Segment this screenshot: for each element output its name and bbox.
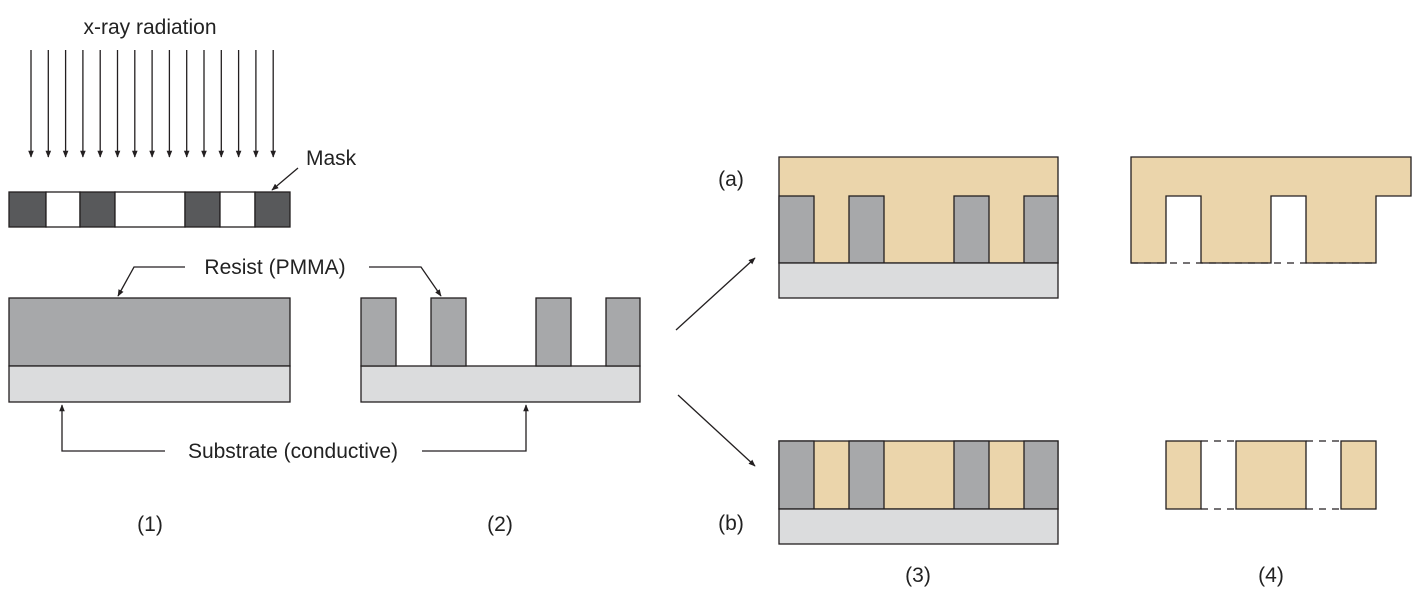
path-b-label: (b) (718, 512, 744, 535)
mask-clear-segment (45, 191, 81, 228)
mask-clear-segment (114, 191, 186, 228)
step4-label: (4) (1258, 564, 1284, 587)
step1-label: (1) (137, 513, 163, 536)
resist-pointer-left (117, 266, 185, 297)
substrate-pointer-right (422, 404, 529, 452)
released-structure-step4a (1130, 156, 1412, 264)
radiation-label: x-ray radiation (83, 16, 216, 39)
resist-pillar (848, 195, 885, 264)
released-part-middle-step4b (1235, 440, 1307, 510)
resist-pillars-step3a (778, 195, 1059, 264)
resist-pillar (1023, 440, 1059, 510)
deposit-overplated-step3a (778, 156, 1059, 264)
substrate-label: Substrate (conductive) (188, 440, 398, 463)
substrate-step3b (778, 508, 1059, 545)
resist-pillar (778, 440, 815, 510)
arrow-to-path-b (677, 394, 756, 467)
resist-pillar (778, 195, 815, 264)
resist-pillar (535, 297, 572, 367)
resist-pillar (848, 440, 885, 510)
resist-pointer-right (369, 266, 442, 297)
step3-label: (3) (905, 564, 931, 587)
substrate-step1 (8, 365, 291, 403)
resist-pillar (1023, 195, 1059, 264)
resist-pillars-step3b (778, 440, 1059, 510)
resist-block-step1 (8, 297, 291, 367)
resist-label: Resist (PMMA) (204, 256, 345, 279)
removed-resist-dashes-step4b (1201, 440, 1341, 510)
mask-clear-segment (219, 191, 256, 228)
mask-opaque-segment (79, 191, 116, 228)
mask-opaque-segment (8, 191, 47, 228)
x-ray-arrows (28, 50, 277, 158)
released-part-right-step4b (1340, 440, 1377, 510)
path-a-label: (a) (718, 168, 744, 191)
substrate-step3a (778, 262, 1059, 299)
step2-label: (2) (487, 513, 513, 536)
released-part-left-step4b (1165, 440, 1202, 510)
substrate-pointer-left (59, 404, 165, 452)
mask-opaque-segment (254, 191, 291, 228)
arrow-to-path-a (675, 257, 756, 331)
resist-pillar (360, 297, 397, 367)
resist-pillar (605, 297, 641, 367)
resist-pillar (430, 297, 467, 367)
mask-pointer-arrow (271, 167, 299, 191)
mask-label: Mask (306, 147, 357, 170)
deposit-step3b (778, 440, 1059, 510)
mask-opaque-segment (184, 191, 221, 228)
resist-pillar (953, 440, 990, 510)
substrate-step2 (360, 365, 641, 403)
resist-pillars-step2 (360, 297, 641, 367)
resist-pillar (953, 195, 990, 264)
mask (8, 191, 291, 228)
